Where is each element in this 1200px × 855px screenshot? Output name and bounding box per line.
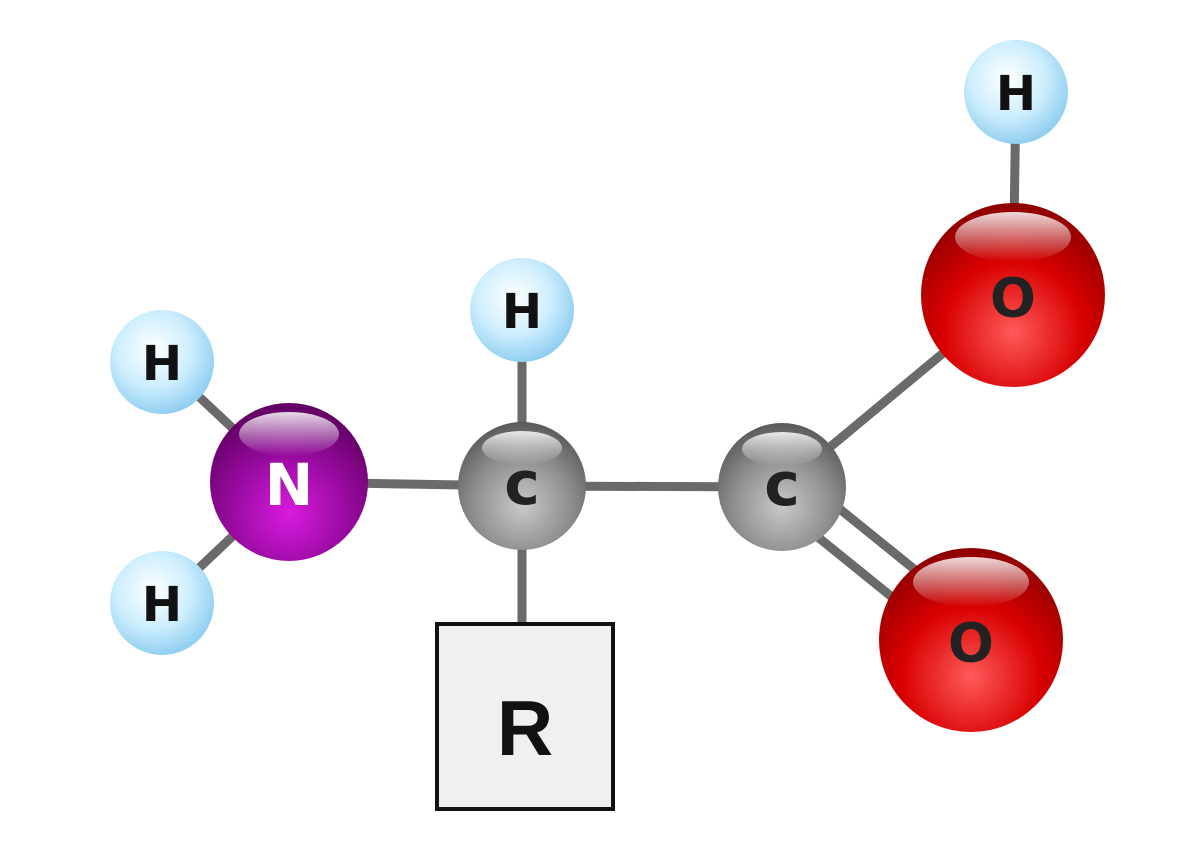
atom-label: N bbox=[265, 451, 314, 519]
atom-label: H bbox=[142, 336, 182, 392]
atom-label: O bbox=[990, 267, 1036, 330]
side-chain-box bbox=[435, 622, 615, 811]
side-chain-r: R bbox=[435, 622, 615, 811]
atom-label: H bbox=[502, 284, 542, 340]
atom-label: c bbox=[504, 449, 540, 519]
atom-label: O bbox=[948, 612, 994, 675]
atom-oxygen-carbonyl: O bbox=[879, 548, 1063, 732]
atom-label: c bbox=[764, 450, 800, 520]
side-chain-label: R bbox=[497, 684, 553, 772]
atom-h-alpha: H bbox=[470, 258, 574, 362]
atom-h-amine-bottom: H bbox=[110, 551, 214, 655]
atom-nitrogen: N bbox=[210, 403, 368, 561]
bonds bbox=[157, 87, 1021, 657]
atom-carbon-alpha: c bbox=[458, 422, 586, 550]
atom-carbon-carboxyl: c bbox=[718, 423, 846, 551]
atom-h-hydroxyl: H bbox=[964, 40, 1068, 144]
atom-h-amine-top: H bbox=[110, 310, 214, 414]
atom-label: H bbox=[996, 66, 1036, 122]
atom-oxygen-hydroxyl: O bbox=[921, 203, 1105, 387]
atom-label: H bbox=[142, 577, 182, 633]
